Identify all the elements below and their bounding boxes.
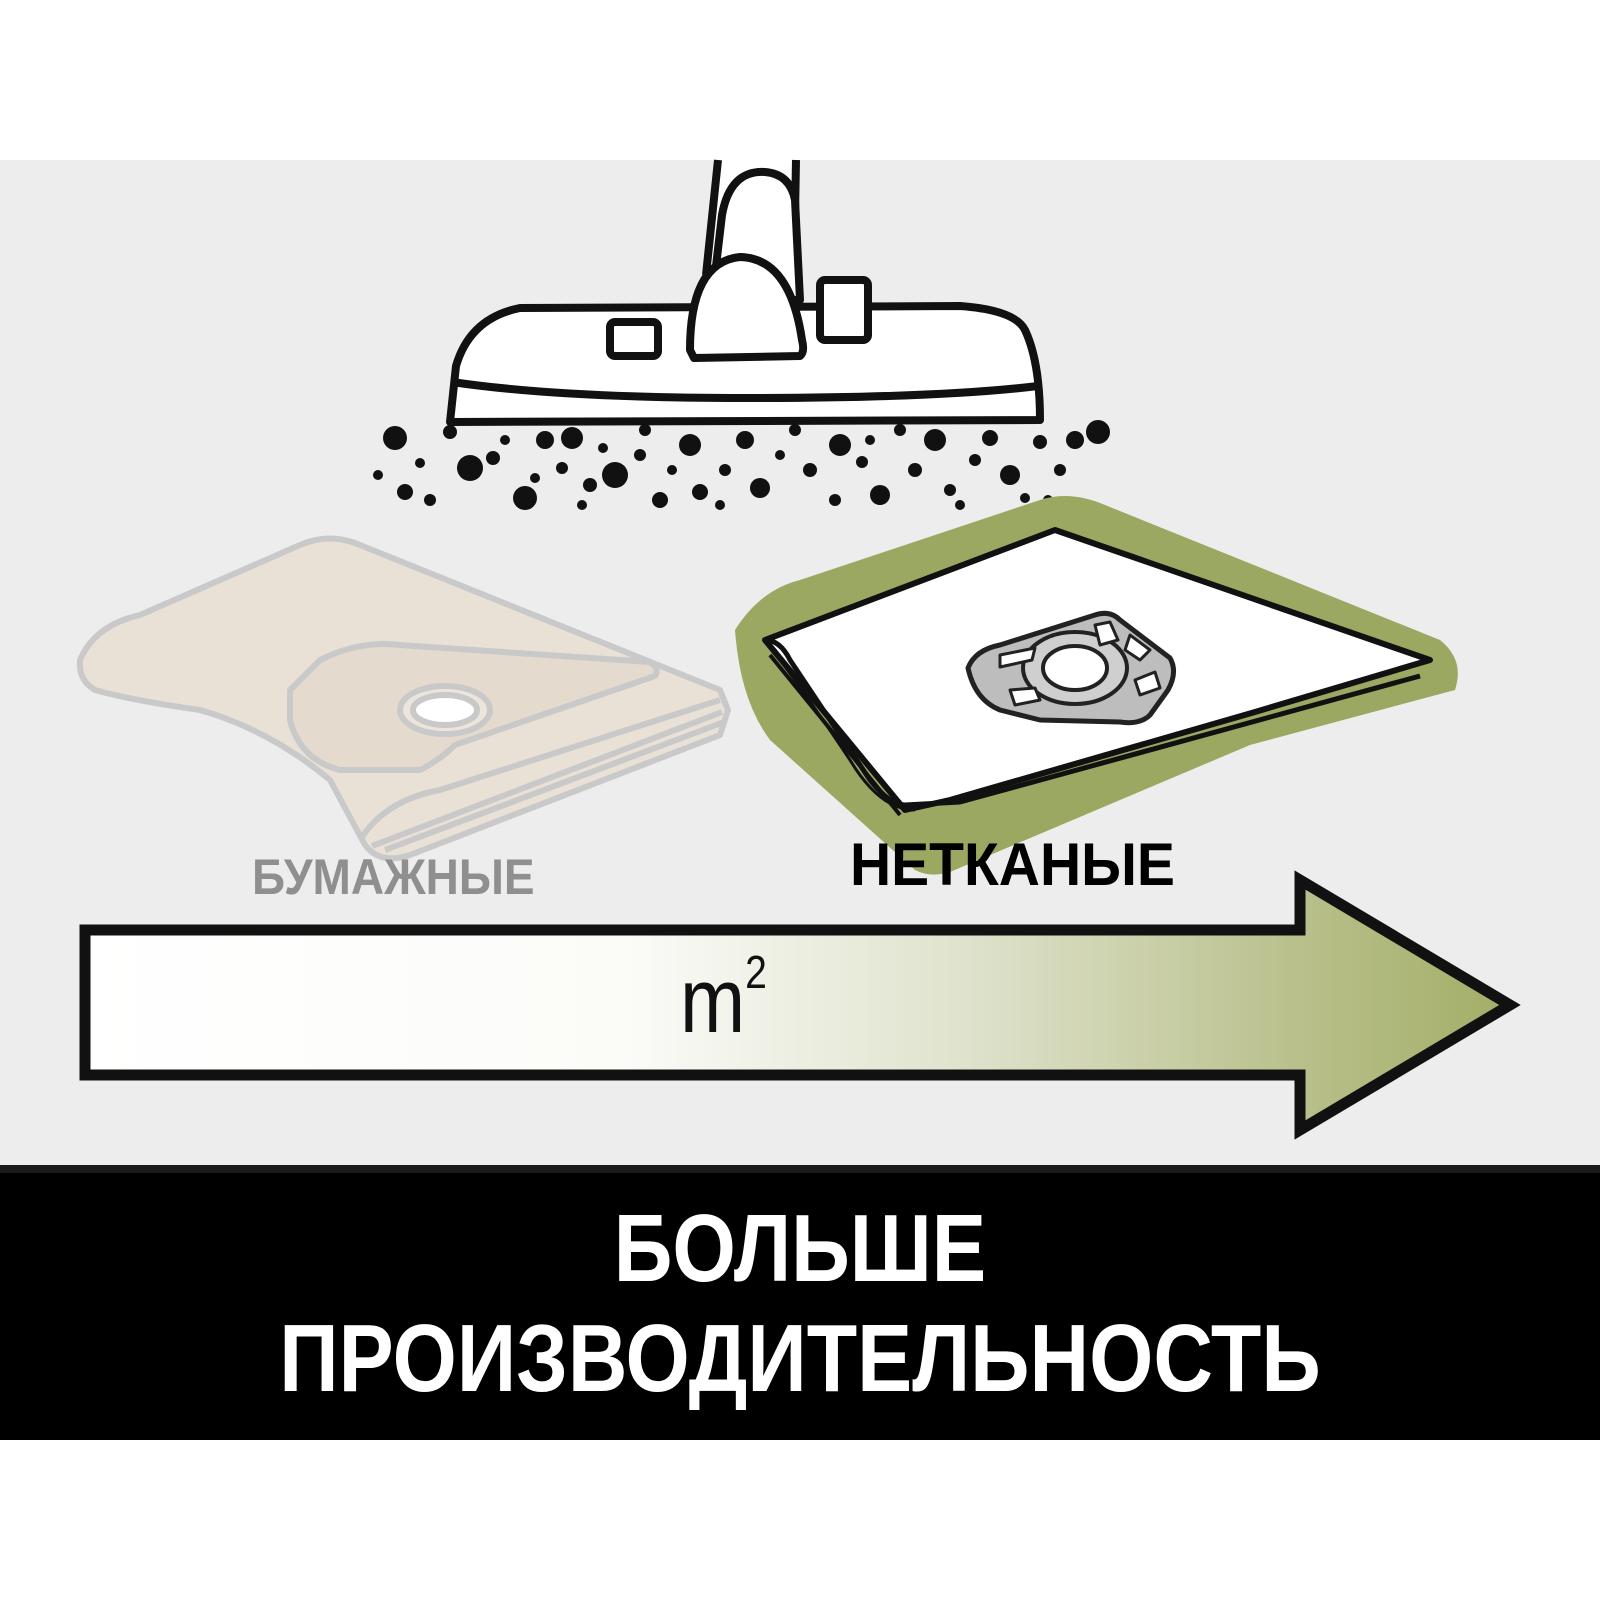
paper-filter-bag-icon <box>76 535 731 862</box>
banner-line-1: БОЛЬШЕ <box>613 1195 987 1302</box>
area-unit-label: m2 <box>680 949 767 1047</box>
vacuum-nozzle-icon <box>446 159 1044 426</box>
fleece-filter-bag-icon <box>735 496 1458 875</box>
dust-particles-icon <box>373 420 1110 510</box>
paper-bags-label: БУМАЖНЫЕ <box>252 849 535 905</box>
unit-exponent: 2 <box>745 946 767 998</box>
banner-line-2: ПРОИЗВОДИТЕЛЬНОСТЬ <box>279 1305 1321 1412</box>
nonwoven-bags-label: НЕТКАНЫЕ <box>850 831 1175 898</box>
capacity-arrow-icon <box>79 870 1521 1140</box>
performance-banner: БОЛЬШЕ ПРОИЗВОДИТЕЛЬНОСТЬ <box>0 1165 1600 1440</box>
unit-base: m <box>680 950 746 1052</box>
